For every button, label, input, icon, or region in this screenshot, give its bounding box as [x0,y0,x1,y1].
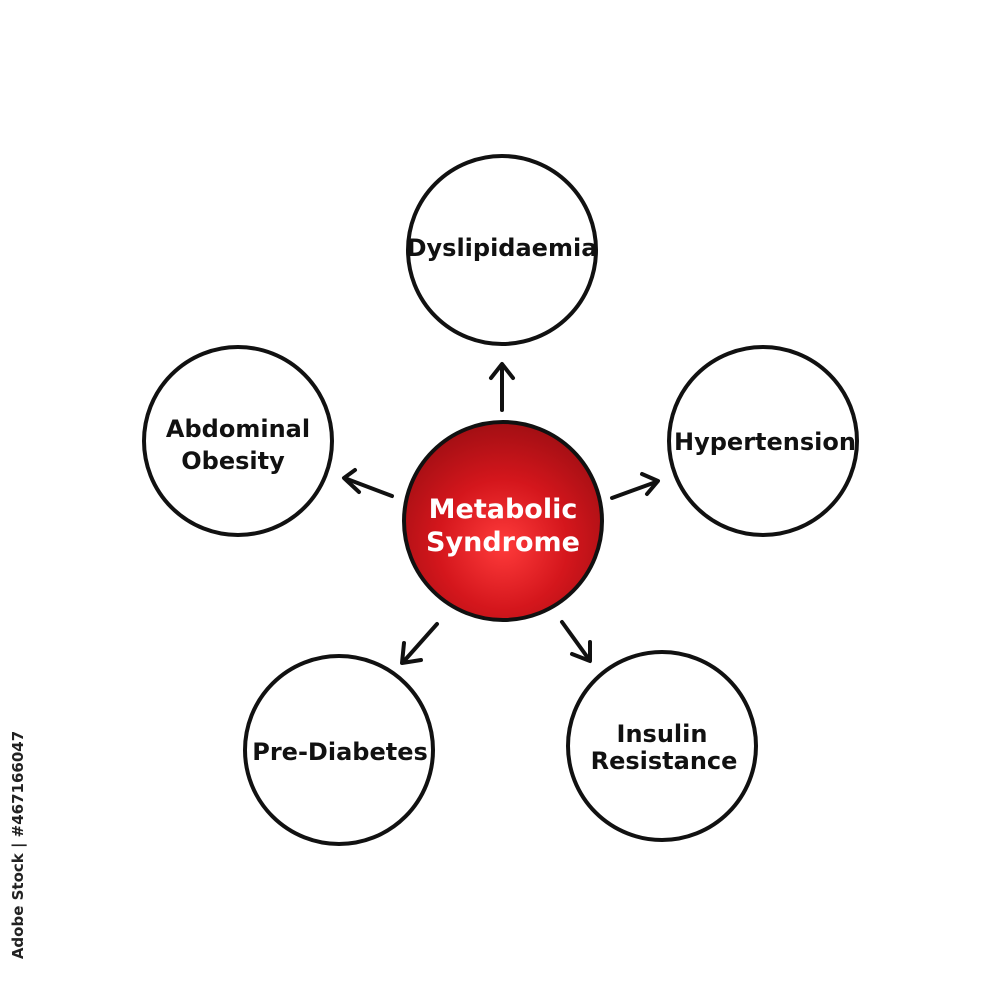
center-node-metabolic-syndrome: Metabolic Syndrome [402,420,604,622]
arrow-to-abdominal-obesity [342,468,394,498]
center-label-line1: Metabolic [429,494,578,525]
node-insulin-resistance: Insulin Resistance [566,650,758,842]
arrow-to-hypertension [610,472,660,500]
stock-id-text: Adobe Stock | #467166047 [9,730,28,960]
node-pre-diabetes-label: Pre-Diabetes [252,738,428,766]
center-label-line2: Syndrome [426,527,580,558]
node-abdominal-obesity-label-line1: Abdominal [166,415,310,443]
node-hypertension-label: Hypertension [674,428,856,456]
node-abdominal-obesity-label-line2: Obesity [181,447,285,475]
node-abdominal-obesity: Abdominal Obesity [142,345,334,537]
arrow-to-insulin-resistance [560,620,592,663]
arrow-to-pre-diabetes [400,622,439,665]
stock-id-watermark: Adobe Stock | #467166047 [8,731,28,959]
node-pre-diabetes: Pre-Diabetes [243,654,435,846]
node-hypertension: Hypertension [667,345,859,537]
node-insulin-resistance-label-line1: Insulin [617,720,708,748]
arrow-to-dyslipidaemia [489,362,515,412]
node-dyslipidaemia: Dyslipidaemia [406,154,598,346]
node-insulin-resistance-label-line2: Resistance [591,747,738,775]
node-dyslipidaemia-label: Dyslipidaemia [407,234,598,262]
